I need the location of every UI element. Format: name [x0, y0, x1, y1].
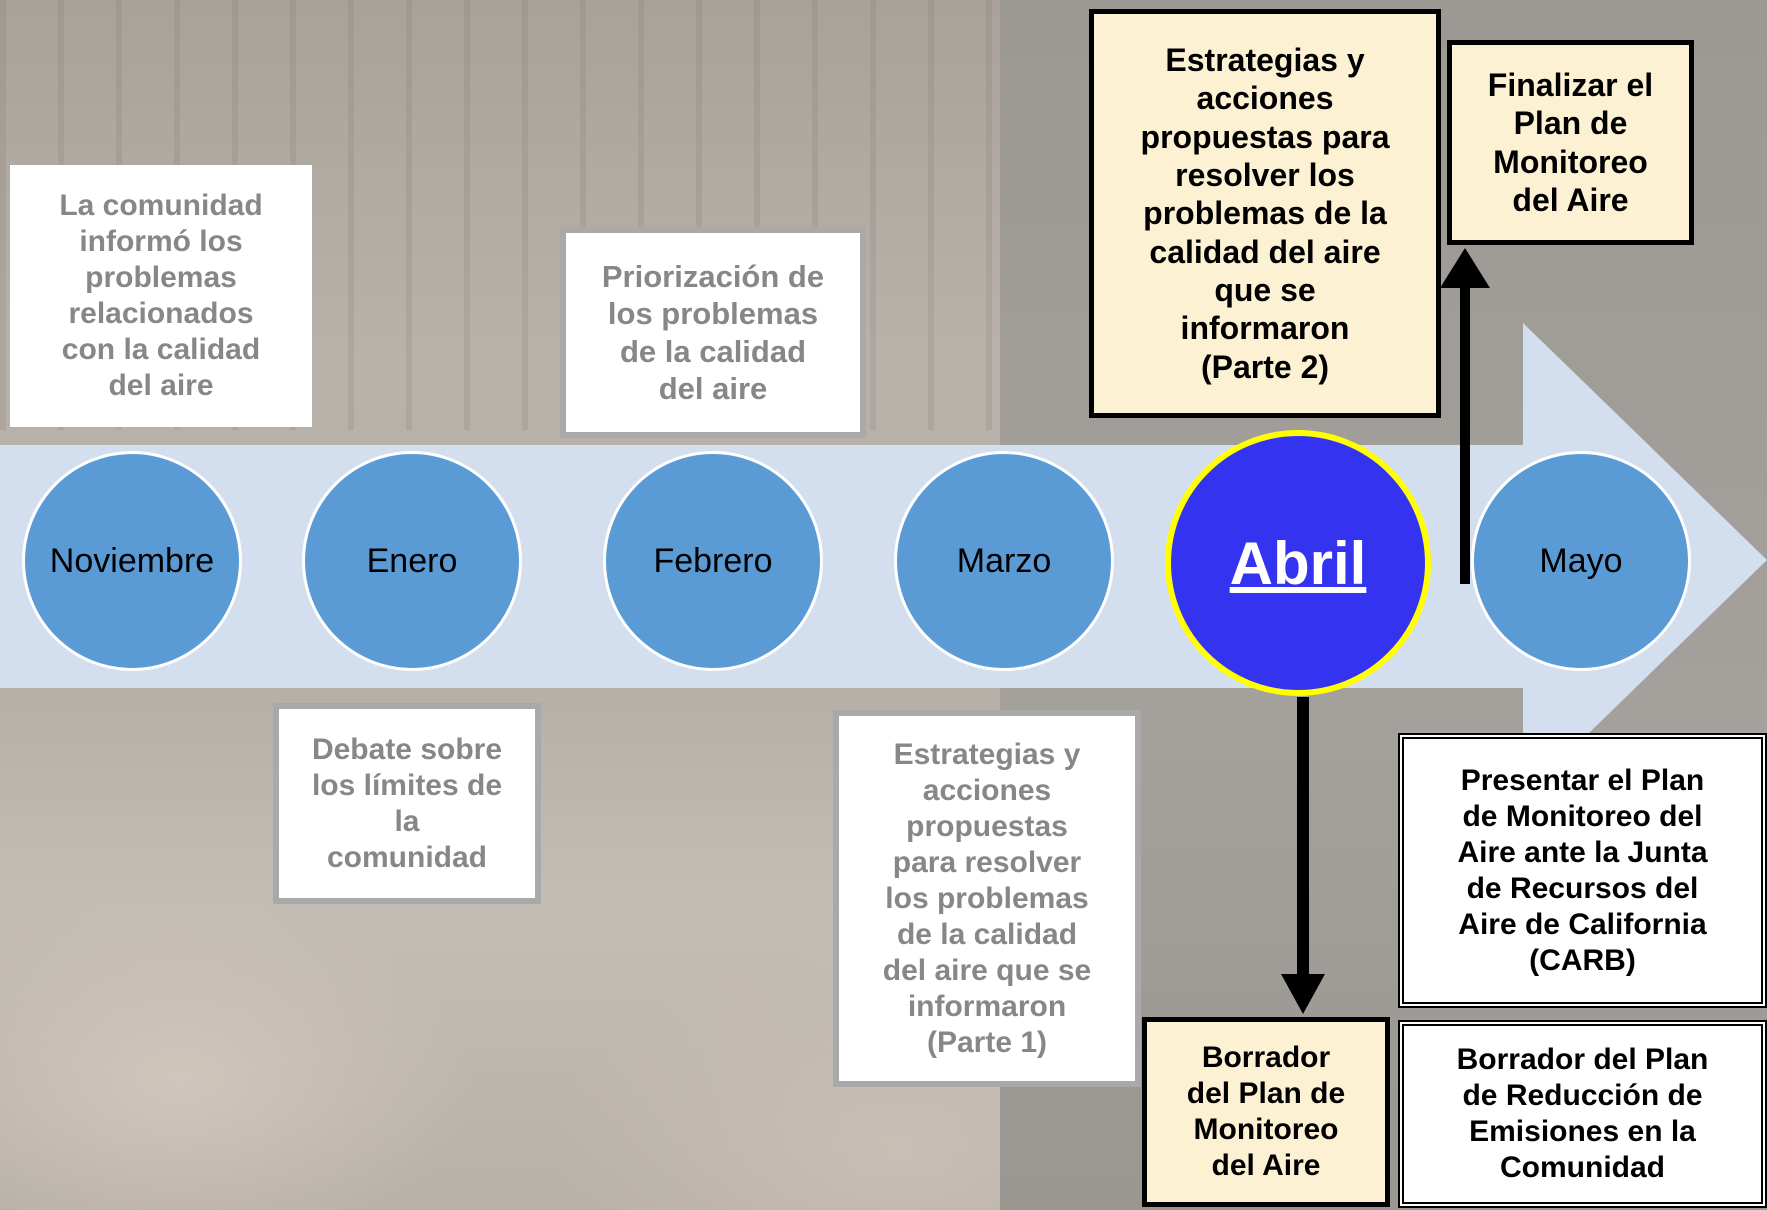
connector-line-down: [1297, 697, 1309, 977]
milestone-borrador-reduccion-emisiones: Borrador del Plan de Reducción de Emisio…: [1398, 1020, 1767, 1208]
connector-line-up: [1460, 284, 1470, 584]
month-label: Mayo: [1539, 541, 1623, 580]
milestone-text: La comunidad informó los problemas relac…: [59, 189, 263, 402]
milestone-priorizacion: Priorización de los problemas de la cali…: [560, 227, 866, 438]
milestone-estrategias-parte-1: Estrategias y acciones propuestas para r…: [833, 710, 1141, 1087]
milestone-estrategias-parte-2: Estrategias y acciones propuestas para r…: [1089, 9, 1441, 418]
month-label: Noviembre: [49, 541, 215, 580]
month-circle-marzo: Marzo: [894, 451, 1114, 671]
milestone-text: Priorización de los problemas de la cali…: [601, 259, 825, 406]
milestone-text: Borrador del Plan de Reducción de Emisio…: [1456, 1043, 1709, 1184]
month-circle-abril-current: Abril: [1165, 430, 1431, 696]
milestone-debate-limites: Debate sobre los límites de la comunidad: [273, 703, 541, 904]
milestone-text: Debate sobre los límites de la comunidad: [311, 732, 503, 874]
month-label-current: Abril: [1229, 529, 1367, 597]
milestone-borrador-monitoreo: Borrador del Plan de Monitoreo del Aire: [1142, 1017, 1390, 1207]
milestone-text: Estrategias y acciones propuestas para r…: [882, 737, 1092, 1059]
milestone-text: Estrategias y acciones propuestas para r…: [1140, 41, 1390, 385]
month-label: Febrero: [653, 541, 773, 580]
milestone-finalizar-plan: Finalizar el Plan de Monitoreo del Aire: [1447, 40, 1694, 245]
month-circle-noviembre: Noviembre: [22, 451, 242, 671]
milestone-text: Borrador del Plan de Monitoreo del Aire: [1186, 1041, 1346, 1182]
milestone-comunidad-informo: La comunidad informó los problemas relac…: [10, 165, 312, 427]
arrow-head-up: [1440, 248, 1490, 288]
month-label: Enero: [366, 541, 458, 580]
month-circle-enero: Enero: [302, 451, 522, 671]
month-label: Marzo: [956, 541, 1052, 580]
month-circle-febrero: Febrero: [603, 451, 823, 671]
milestone-text: Presentar el Plan de Monitoreo del Aire …: [1457, 763, 1708, 977]
month-circle-mayo: Mayo: [1471, 451, 1691, 671]
milestone-text: Finalizar el Plan de Monitoreo del Aire: [1487, 66, 1654, 218]
arrow-head-down: [1281, 974, 1325, 1014]
milestone-presentar-plan-carb: Presentar el Plan de Monitoreo del Aire …: [1398, 733, 1767, 1008]
